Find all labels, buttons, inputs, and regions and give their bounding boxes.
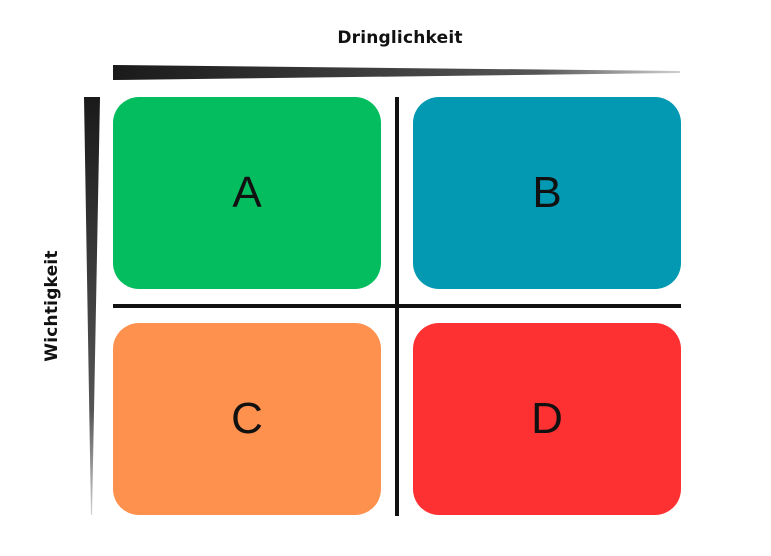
quadrant-d-label: D: [531, 394, 563, 443]
quadrant-d: D: [413, 323, 681, 515]
quadrant-b: B: [413, 97, 681, 289]
horizontal-divider: [113, 304, 681, 308]
quadrant-a-label: A: [232, 168, 262, 217]
quadrant-b-label: B: [532, 168, 562, 217]
quadrant-a: A: [113, 97, 381, 289]
importance-axis-wedge: [84, 97, 100, 515]
quadrant-c-label: C: [231, 394, 263, 443]
urgency-axis-wedge: [113, 65, 680, 80]
urgency-axis-label: Dringlichkeit: [337, 28, 463, 48]
quadrant-c: C: [113, 323, 381, 515]
